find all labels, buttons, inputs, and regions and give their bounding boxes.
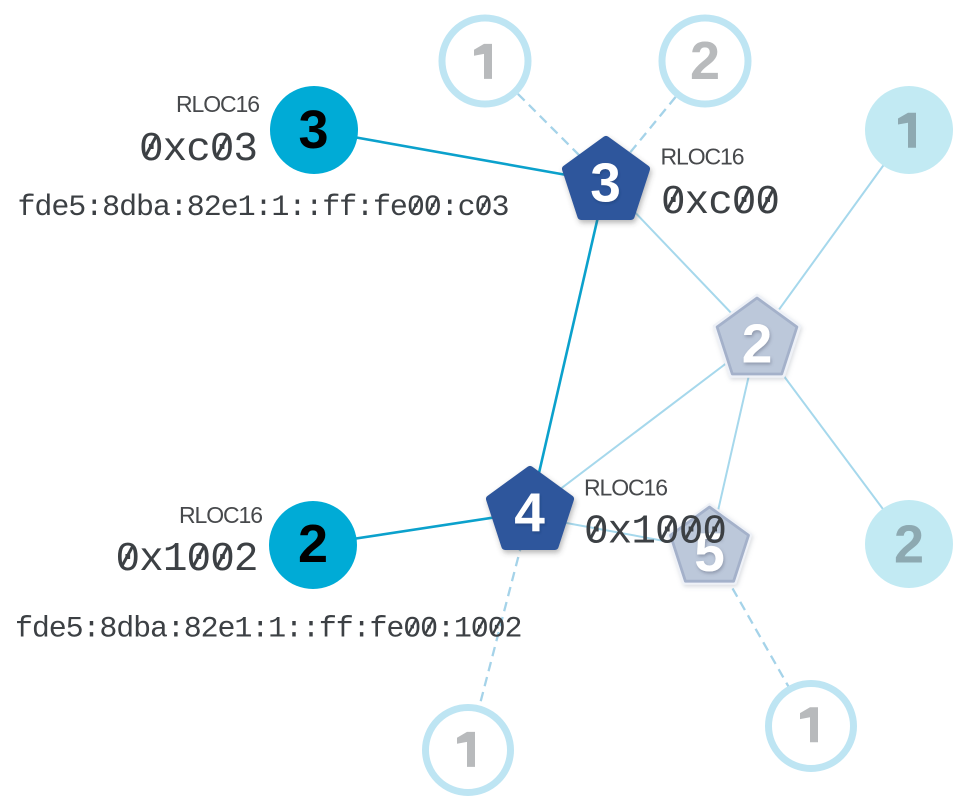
svg-text:RLOC16: RLOC16 <box>661 143 745 169</box>
svg-text:3: 3 <box>590 152 621 214</box>
svg-text:RLOC16: RLOC16 <box>179 502 263 528</box>
svg-text:2: 2 <box>742 313 773 375</box>
svg-text:0x1002: 0x1002 <box>116 537 259 583</box>
svg-text:2: 2 <box>298 514 328 574</box>
svg-text:2: 2 <box>894 515 924 575</box>
svg-text:4: 4 <box>514 481 545 543</box>
svg-text:0xc00: 0xc00 <box>661 180 780 226</box>
svg-text:2: 2 <box>690 31 720 91</box>
svg-text:RLOC16: RLOC16 <box>176 91 260 117</box>
svg-text:fde5:8dba:82e1:1::ff:fe00:1002: fde5:8dba:82e1:1::ff:fe00:1002 <box>15 613 523 647</box>
svg-text:fde5:8dba:82e1:1::ff:fe00:c03: fde5:8dba:82e1:1::ff:fe00:c03 <box>18 191 510 225</box>
svg-text:RLOC16: RLOC16 <box>584 474 668 500</box>
svg-text:0xc03: 0xc03 <box>139 127 258 173</box>
svg-text:0x1000: 0x1000 <box>584 510 727 556</box>
svg-text:3: 3 <box>298 100 328 160</box>
svg-text:5: 5 <box>694 521 725 583</box>
